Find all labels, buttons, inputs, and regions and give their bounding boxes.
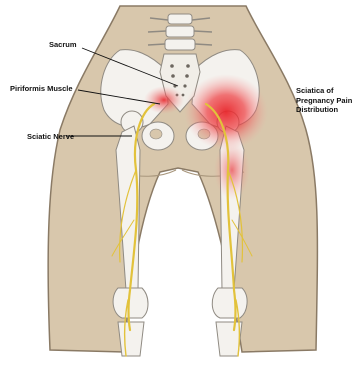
left-tibia (118, 322, 144, 356)
sciatic-nerve-label: Sciatic Nerve (27, 132, 74, 141)
piriformis-muscle-label: Piriformis Muscle (10, 84, 73, 93)
pain-region-piriformis-left (144, 86, 184, 114)
sacrum-label: Sacrum (49, 40, 77, 49)
pregnancy-pain-label: Sciatica of Pregnancy Pain Distribution (296, 86, 354, 115)
lumbar-spine (148, 14, 212, 50)
pain-region-right-thigh (214, 140, 250, 200)
